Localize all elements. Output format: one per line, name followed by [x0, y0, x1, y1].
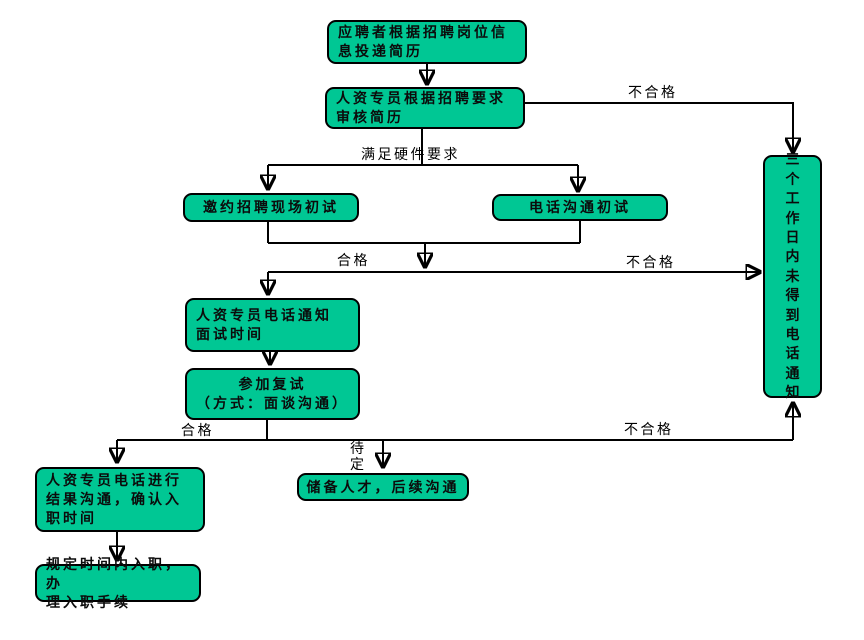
node-submit-resume: 应聘者根据招聘岗位信 息投递简历 — [327, 20, 527, 64]
node-notify-interview-time-label: 人资专员电话通知 面试时间 — [196, 307, 332, 342]
node-no-phone-notice: 三个工作日内未得到电话通知 — [763, 151, 822, 400]
node-submit-resume-label: 应聘者根据招聘岗位信 息投递简历 — [338, 24, 508, 59]
edge-label-review-unqualified: 不合格 — [628, 84, 678, 100]
edge-label-second-qualified: 合格 — [181, 422, 214, 438]
node-no-phone-notice-label: 三个工作日内未得到电话通知 — [785, 151, 800, 401]
node-onsite-interview-label: 邀约招聘现场初试 — [203, 199, 339, 215]
node-second-interview-label: 参加复试 （方式：面谈沟通） — [196, 376, 349, 411]
node-onboard: 规定时间内入职，办 理入职手续 — [35, 556, 201, 610]
node-reserve-talent: 储备人才，后续沟通 — [297, 473, 469, 501]
edge-label-second-pending: 待定 — [350, 440, 364, 472]
node-notify-interview-time: 人资专员电话通知 面试时间 — [185, 298, 360, 352]
arrow-review-unqualified-to-notice — [525, 102, 793, 151]
node-reserve-talent-label: 储备人才，后续沟通 — [306, 478, 460, 495]
edge-label-initial-unqualified: 不合格 — [626, 254, 676, 270]
edge-label-second-unqualified: 不合格 — [624, 421, 674, 437]
node-review-resume-label: 人资专员根据招聘要求 审核简历 — [336, 90, 506, 125]
node-phone-interview: 电话沟通初试 — [492, 194, 668, 221]
node-result-communication: 人资专员电话进行 结果沟通，确认入 职时间 — [35, 467, 205, 532]
edge-label-meet-hardware-requirements: 满足硬件要求 — [361, 146, 460, 162]
node-onsite-interview: 邀约招聘现场初试 — [183, 193, 359, 222]
node-phone-interview-label: 电话沟通初试 — [529, 199, 631, 215]
edge-label-initial-qualified: 合格 — [337, 252, 370, 268]
node-review-resume: 人资专员根据招聘要求 审核简历 — [325, 87, 525, 129]
node-onboard-label: 规定时间内入职，办 理入职手续 — [46, 555, 182, 610]
node-second-interview: 参加复试 （方式：面谈沟通） — [185, 368, 360, 420]
node-result-communication-label: 人资专员电话进行 结果沟通，确认入 职时间 — [46, 472, 182, 526]
